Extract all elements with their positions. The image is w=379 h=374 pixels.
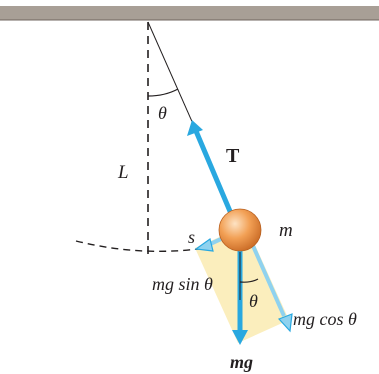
radial-component-label: mg cos θ [293,309,357,329]
weight-label: mg [230,352,253,372]
angle-label-top: θ [158,103,167,123]
tension-label: T [226,145,240,167]
angle-arc-bottom [239,278,259,283]
weight-arrowhead [232,330,248,345]
angle-arc-top [147,88,179,97]
pendulum-bob [218,208,262,252]
tension-arrow-shaft [193,130,235,217]
length-label: L [117,162,129,183]
angle-label-bottom: θ [249,291,258,311]
ceiling-support [0,6,379,20]
arc-label: s [188,227,195,247]
radial-component-arrowhead [277,313,293,333]
tangential-component-arrowhead [194,237,214,252]
mass-label: m [279,220,293,241]
tangential-component-label: mg sin θ [152,274,213,294]
tension-arrowhead [187,120,203,136]
